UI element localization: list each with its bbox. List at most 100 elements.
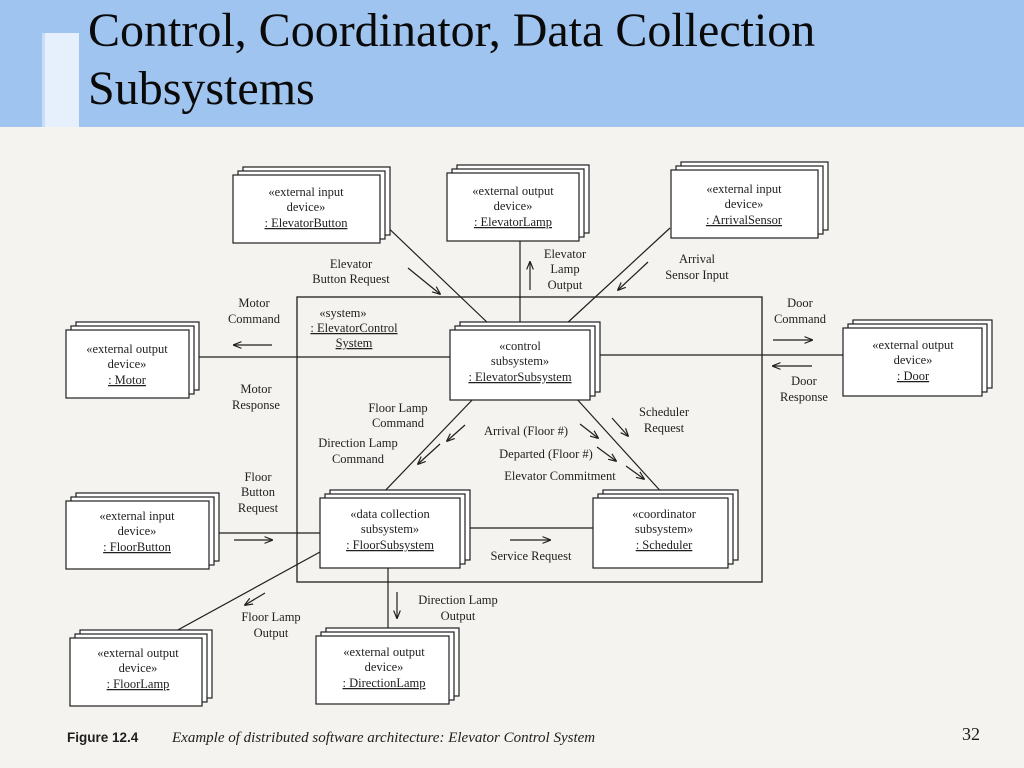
- node-data-collection-name: : FloorSubsystem: [346, 538, 434, 552]
- diagram-figure: «system» : ElevatorControl System: [0, 127, 1024, 768]
- node-direction-lamp-name: : DirectionLamp: [343, 676, 426, 690]
- msg-direction-lamp-command-1: Direction Lamp: [318, 436, 398, 450]
- figure-caption-text: Example of distributed software architec…: [171, 730, 595, 746]
- node-arrival-sensor-name: : ArrivalSensor: [706, 213, 783, 227]
- system-name-line1: : ElevatorControl: [310, 321, 398, 335]
- node-control-subsystem-line1: «control: [499, 339, 541, 353]
- msg-floor-lamp-command-2: Command: [372, 416, 425, 430]
- node-coordinator-line2: subsystem»: [635, 522, 693, 536]
- header-accent-bar: [42, 33, 79, 127]
- arrow-floor-lamp-command: [447, 424, 466, 441]
- node-elevator-button-name: : ElevatorButton: [265, 216, 349, 230]
- slide-title: Control, Coordinator, Data Collection Su…: [88, 4, 816, 115]
- msg-service-request: Service Request: [491, 549, 572, 563]
- node-floor-lamp: «external output device» : FloorLamp: [69, 629, 213, 707]
- msg-motor-command-2: Command: [228, 312, 281, 326]
- node-motor-line1: «external output: [86, 342, 168, 356]
- node-floor-lamp-name: : FloorLamp: [107, 677, 170, 691]
- node-direction-lamp-line2: device»: [365, 660, 404, 674]
- system-name-line2: System: [336, 336, 373, 350]
- node-control-subsystem-name: : ElevatorSubsystem: [468, 370, 571, 384]
- msg-scheduler-request-1: Scheduler: [639, 405, 690, 419]
- arrow-arrival-floor: [579, 423, 598, 438]
- node-floor-button-name: : FloorButton: [103, 540, 171, 554]
- node-arrival-sensor: «external input device» : ArrivalSensor: [670, 161, 829, 239]
- system-stereotype: «system»: [319, 306, 366, 320]
- msg-elevator-commitment: Elevator Commitment: [504, 469, 616, 483]
- msg-direction-lamp-command-2: Command: [332, 452, 385, 466]
- node-floor-button-line2: device»: [118, 524, 157, 538]
- msg-elevator-lamp-output-1: Elevator: [544, 247, 587, 261]
- node-motor-name: : Motor: [108, 373, 147, 387]
- node-elevator-button: «external input device» : ElevatorButton: [232, 166, 391, 244]
- arrow-floor-lamp-output: [245, 592, 266, 605]
- msg-elevator-lamp-output-3: Output: [548, 278, 583, 292]
- arrow-elevator-button-request: [407, 267, 440, 294]
- node-coordinator-name: : Scheduler: [636, 538, 693, 552]
- node-floor-button-line1: «external input: [99, 509, 175, 523]
- node-coordinator-subsystem: «coordinator subsystem» : Scheduler: [592, 489, 739, 569]
- node-elevator-lamp-line1: «external output: [472, 184, 554, 198]
- msg-motor-response-2: Response: [232, 398, 280, 412]
- msg-departed-floor: Departed (Floor #): [499, 447, 593, 461]
- node-data-collection-subsystem: «data collection subsystem» : FloorSubsy…: [319, 489, 471, 569]
- arrow-arrival-sensor-input: [618, 261, 649, 290]
- node-floor-lamp-line1: «external output: [97, 646, 179, 660]
- node-motor: «external output device» : Motor: [65, 321, 200, 399]
- link-arrival-sensor: [564, 227, 671, 326]
- msg-door-response-1: Door: [791, 374, 818, 388]
- arrow-scheduler-request: [611, 417, 628, 436]
- msg-arrival-floor: Arrival (Floor #): [484, 424, 568, 438]
- msg-elevator-button-request-2: Button Request: [312, 272, 390, 286]
- msg-elevator-lamp-output-2: Lamp: [550, 262, 579, 276]
- node-data-collection-line1: «data collection: [350, 507, 430, 521]
- msg-direction-lamp-output-2: Output: [441, 609, 476, 623]
- link-elevator-button: [379, 219, 491, 326]
- msg-direction-lamp-output-1: Direction Lamp: [418, 593, 498, 607]
- link-floor-floorlamp: [164, 551, 321, 638]
- msg-motor-command-1: Motor: [238, 296, 270, 310]
- node-elevator-lamp-name: : ElevatorLamp: [474, 215, 552, 229]
- node-data-collection-line2: subsystem»: [361, 522, 419, 536]
- node-control-subsystem: «control subsystem» : ElevatorSubsystem: [449, 321, 601, 401]
- link-control-floor: [379, 396, 476, 497]
- msg-scheduler-request-2: Request: [644, 421, 685, 435]
- msg-arrival-sensor-input-1: Arrival: [679, 252, 716, 266]
- arrow-direction-lamp-command: [418, 443, 441, 464]
- msg-door-command-1: Door: [787, 296, 814, 310]
- msg-floor-button-request-3: Request: [238, 501, 279, 515]
- node-elevator-lamp-line2: device»: [494, 199, 533, 213]
- architecture-diagram: «system» : ElevatorControl System: [65, 161, 993, 746]
- arrow-departed-floor: [596, 446, 616, 461]
- slide-header: Control, Coordinator, Data Collection Su…: [0, 0, 1024, 127]
- msg-floor-lamp-output-2: Output: [254, 626, 289, 640]
- arrow-elevator-commitment: [625, 465, 644, 479]
- node-arrival-sensor-line1: «external input: [706, 182, 782, 196]
- msg-floor-button-request-2: Button: [241, 485, 276, 499]
- system-boundary: [296, 296, 763, 583]
- node-control-subsystem-line2: subsystem»: [491, 354, 549, 368]
- node-elevator-button-line1: «external input: [268, 185, 344, 199]
- msg-arrival-sensor-input-2: Sensor Input: [665, 268, 729, 282]
- page-number: 32: [962, 724, 980, 744]
- link-control-scheduler: [574, 396, 666, 497]
- node-direction-lamp-line1: «external output: [343, 645, 425, 659]
- msg-door-command-2: Command: [774, 312, 827, 326]
- figure-caption-label: Figure 12.4: [67, 730, 139, 745]
- node-coordinator-line1: «coordinator: [632, 507, 697, 521]
- msg-motor-response-1: Motor: [240, 382, 272, 396]
- msg-floor-lamp-output-1: Floor Lamp: [241, 610, 300, 624]
- msg-elevator-button-request-1: Elevator: [330, 257, 373, 271]
- msg-door-response-2: Response: [780, 390, 828, 404]
- node-door-line2: device»: [894, 353, 933, 367]
- node-elevator-button-line2: device»: [287, 200, 326, 214]
- node-elevator-lamp: «external output device» : ElevatorLamp: [446, 164, 590, 242]
- node-arrival-sensor-line2: device»: [725, 197, 764, 211]
- node-floor-button: «external input device» : FloorButton: [65, 492, 220, 570]
- node-motor-line2: device»: [108, 357, 147, 371]
- msg-floor-button-request-1: Floor: [244, 470, 272, 484]
- node-floor-lamp-line2: device»: [119, 661, 158, 675]
- message-arrows: [234, 262, 812, 618]
- node-door-line1: «external output: [872, 338, 954, 352]
- msg-floor-lamp-command-1: Floor Lamp: [368, 401, 427, 415]
